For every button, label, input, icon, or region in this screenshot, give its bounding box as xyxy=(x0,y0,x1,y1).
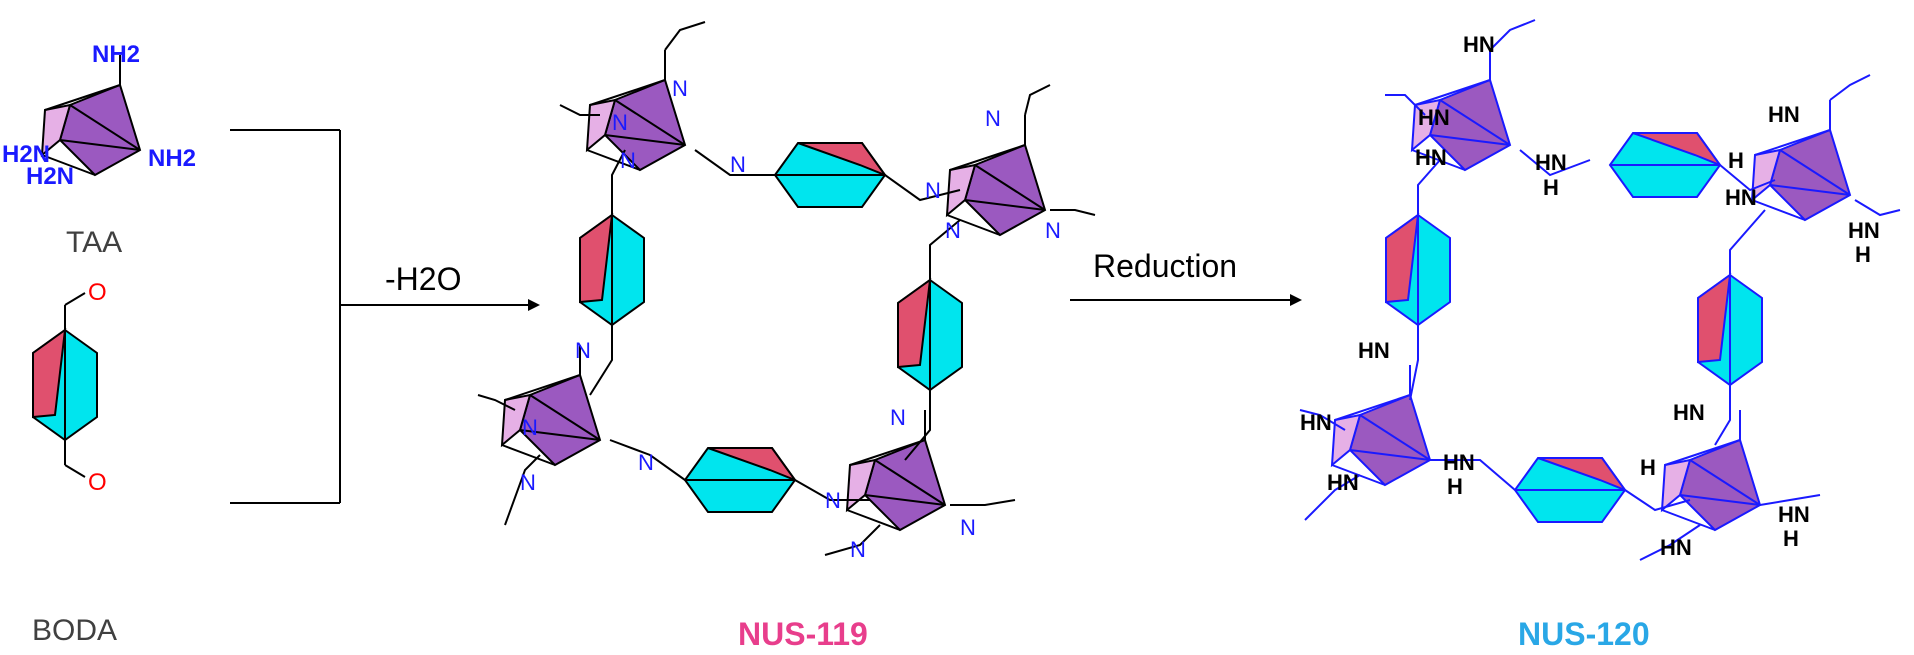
taa-amine-top: NH2 xyxy=(92,41,140,68)
nus120-h-5: H xyxy=(1640,455,1656,480)
nus120-hn-4: HN xyxy=(1535,150,1567,175)
nus120-hn-1: HN xyxy=(1463,32,1495,57)
boda-label: BODA xyxy=(32,614,117,647)
nus119-n-8: N xyxy=(945,218,961,243)
nus119-n-2: N xyxy=(612,110,628,135)
nus120-hn-13: HN xyxy=(1778,502,1810,527)
nus120-h-2: H xyxy=(1728,148,1744,173)
nus119-n-12: N xyxy=(638,450,654,475)
nus119-label: NUS-119 xyxy=(738,616,868,652)
nus120-hn-2: HN xyxy=(1418,105,1450,130)
nus120-hn-9: HN xyxy=(1300,410,1332,435)
nus120-hn-8: HN xyxy=(1358,338,1390,363)
taa-amine-left-lower: H2N xyxy=(26,163,74,190)
nus119-n-13: N xyxy=(890,405,906,430)
taa-molecule: NH2 H2N H2N NH2 xyxy=(2,41,196,190)
nus119-n-15: N xyxy=(960,515,976,540)
nus120-framework: HN HN HN HN H HN H HN HN H HN HN HN HN H… xyxy=(1299,19,1901,561)
step2-reagent: Reduction xyxy=(1093,248,1237,284)
nus120-hn-10: HN xyxy=(1327,470,1359,495)
nus119-n-10: N xyxy=(522,415,538,440)
nus120-h-1: H xyxy=(1543,175,1559,200)
nus120-hn-14: HN xyxy=(1660,535,1692,560)
nus120-hn-12: HN xyxy=(1673,400,1705,425)
nus120-h-6: H xyxy=(1783,526,1799,551)
taa-label: TAA xyxy=(66,226,122,259)
boda-molecule: O O xyxy=(32,279,107,496)
nus119-n-14: N xyxy=(825,488,841,513)
step2-arrow xyxy=(1070,294,1302,306)
nus120-hn-5: HN xyxy=(1768,102,1800,127)
nus119-framework: N N N N N N N N N N N N N N N N xyxy=(477,21,1096,562)
nus120-h-4: H xyxy=(1447,474,1463,499)
step1-arrow xyxy=(230,129,540,504)
nus120-label: NUS-120 xyxy=(1518,616,1650,652)
nus119-n-9: N xyxy=(575,338,591,363)
nus120-hn-3: HN xyxy=(1415,145,1447,170)
nus120-hn-11: HN xyxy=(1443,450,1475,475)
boda-oxygen-bottom: O xyxy=(88,469,107,496)
nus119-n-7: N xyxy=(1045,218,1061,243)
step1-reagent: -H2O xyxy=(385,261,461,297)
nus120-hn-7: HN xyxy=(1848,218,1880,243)
nus120-hn-6: HN xyxy=(1725,185,1757,210)
taa-amine-left: H2N xyxy=(2,141,50,168)
boda-oxygen-top: O xyxy=(88,279,107,306)
nus120-h-3: H xyxy=(1855,242,1871,267)
nus119-n-1: N xyxy=(672,76,688,101)
nus119-n-5: N xyxy=(985,106,1001,131)
nus119-n-6: N xyxy=(925,178,941,203)
nus119-n-3: N xyxy=(730,152,746,177)
taa-amine-right: NH2 xyxy=(148,145,196,172)
nus119-n-16: N xyxy=(850,537,866,562)
nus119-n-11: N xyxy=(520,470,536,495)
nus119-n-4: N xyxy=(620,148,636,173)
